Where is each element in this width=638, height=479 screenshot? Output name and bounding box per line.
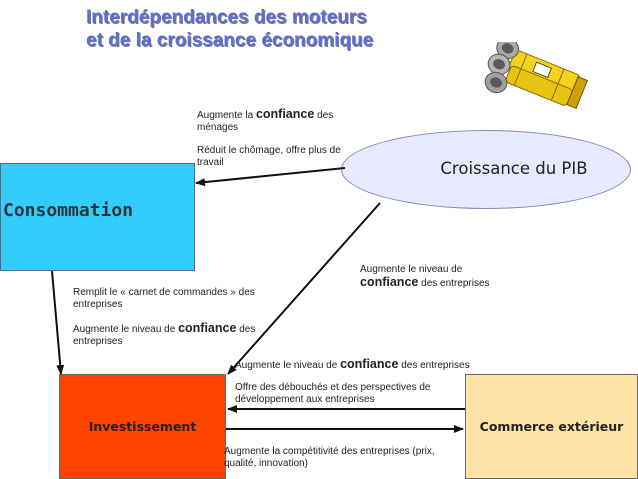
arrow-consommation-to-investissement (51, 270, 65, 375)
label-conso-confiance: Augmente le niveau de confiance des entr… (73, 321, 256, 347)
croissance-pib-node: Croissance du PIB (341, 130, 631, 209)
investissement-label: Investissement (88, 419, 197, 434)
diagram-title: Interdépendances des moteurs et de la cr… (86, 6, 426, 52)
rocket-engines-icon (484, 42, 589, 110)
title-line-1: Interdépendances des moteurs (86, 7, 367, 28)
investissement-node: Investissement (59, 374, 226, 479)
label-consommation-to-investissement: Remplit le « carnet de commandes » des e… (73, 287, 265, 348)
label-pib-to-investissement: Augmente le niveau de confiance des entr… (360, 264, 490, 289)
arrow-pib-to-consommation (195, 167, 346, 187)
label-commerce-confiance: Augmente le niveau de confiance des entr… (235, 357, 470, 371)
label-debouches: Offre des débouchés et des perspectives … (235, 382, 431, 405)
commerce-exterieur-label: Commerce extérieur (479, 419, 624, 434)
label-carnet-commandes: Remplit le « carnet de commandes » des e… (73, 287, 255, 310)
label-investissement-to-commerce: Augmente la compétitivité des entreprise… (224, 446, 435, 469)
label-commerce-to-investissement: Augmente le niveau de confiance des entr… (235, 358, 497, 406)
consommation-node: Consommation (0, 163, 195, 271)
commerce-exterieur-node: Commerce extérieur (465, 374, 638, 479)
label-pib-to-consommation: Augmente la confiance des ménages Réduit… (197, 108, 365, 169)
label-menages-confiance: Augmente la confiance des ménages (197, 107, 334, 133)
label-chomage: Réduit le chômage, offre plus de travail (197, 145, 341, 168)
consommation-label: Consommation (3, 199, 134, 221)
title-line-2: et de la croissance économique (86, 30, 374, 51)
croissance-pib-label: Croissance du PIB (440, 158, 588, 178)
arrow-pib-to-investissement (227, 202, 381, 375)
